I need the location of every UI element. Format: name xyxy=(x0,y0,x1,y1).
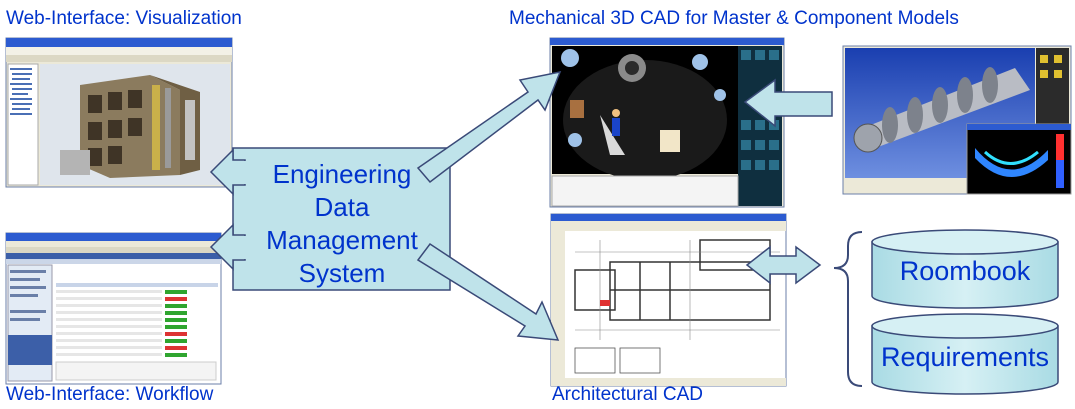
caption-workflow: Web-Interface: Workflow xyxy=(6,384,214,405)
center-line-3: System xyxy=(298,258,386,288)
roombook-database xyxy=(871,229,1059,309)
caption-mechanical-cad: Mechanical 3D CAD for Master & Component… xyxy=(509,8,959,29)
mechanical-cad-screenshot xyxy=(549,37,785,208)
component-model-screenshot xyxy=(842,45,1072,195)
arrow-to-architectural-cad xyxy=(416,242,560,341)
arrow-to-mechanical-cad xyxy=(416,70,562,184)
requirements-database xyxy=(871,313,1059,395)
arrow-cad-to-databases xyxy=(745,245,822,285)
central-system-label: Engineering Data Management System xyxy=(236,158,448,290)
caption-architectural-cad: Architectural CAD xyxy=(552,384,703,405)
center-line-2: Data Management xyxy=(266,192,418,255)
caption-visualization: Web-Interface: Visualization xyxy=(6,8,242,29)
roombook-label: Roombook xyxy=(899,256,1031,286)
visualization-screenshot xyxy=(5,37,233,188)
center-line-1: Engineering xyxy=(272,159,412,189)
workflow-screenshot xyxy=(5,232,222,385)
architectural-cad-screenshot xyxy=(550,213,787,387)
curly-brace xyxy=(833,231,863,387)
arrow-component-to-cad xyxy=(743,78,833,128)
requirements-label: Requirements xyxy=(880,342,1050,372)
